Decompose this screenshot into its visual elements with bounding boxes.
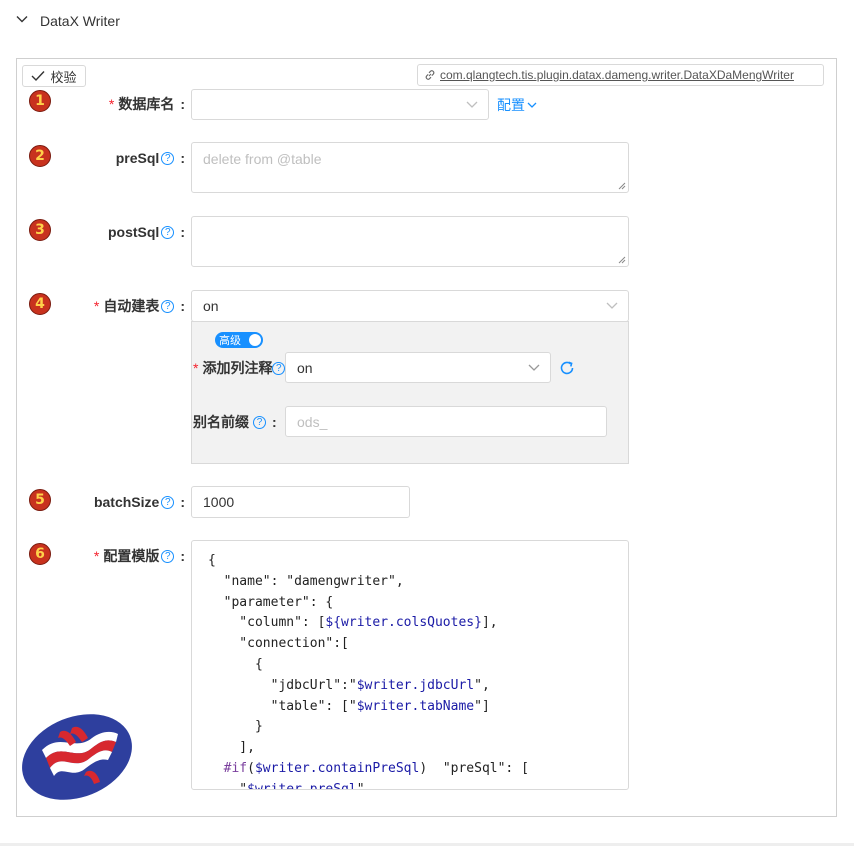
code-line: ], [208,740,255,756]
template-label-text: 配置模版 [103,548,160,564]
verify-button[interactable]: 校验 [22,65,86,87]
template-code: { "name": "damengwriter", "parameter": {… [192,541,628,790]
add-comment-select[interactable]: on [285,352,551,383]
required-mark: * [193,360,199,376]
required-mark: * [108,96,115,112]
dbname-select[interactable] [191,89,489,120]
link-icon [425,70,435,80]
code-line: "table": ["$writer.tabName"] [208,698,490,714]
add-comment-label: *添加列注释? [193,358,285,378]
refresh-icon[interactable] [559,360,575,376]
help-icon[interactable]: ? [161,495,175,509]
colon: : [180,224,185,240]
presql-label: preSql?: [60,148,185,168]
colon: : [180,494,185,510]
code-line: "$writer.preSql" [208,781,365,790]
advanced-panel [191,321,629,464]
alias-prefix-label-text: 别名前缀 [193,414,249,430]
add-comment-value: on [297,359,313,376]
code-line: } [208,719,263,735]
config-datasource-link[interactable]: 配置 [497,95,537,115]
add-comment-label-text: 添加列注释 [202,360,273,376]
required-mark: * [93,548,100,564]
code-line: { [208,656,263,672]
template-code-editor[interactable]: { "name": "damengwriter", "parameter": {… [191,540,629,790]
dbname-label-text: 数据库名 [118,96,175,112]
auto-create-label: *自动建表?: [60,296,185,316]
template-label: *配置模版?: [60,546,185,566]
config-datasource-label: 配置 [497,97,525,113]
batchsize-label-text: batchSize [93,494,160,510]
batchsize-input[interactable]: 1000 [191,486,410,518]
plugin-class-text: com.qlangtech.tis.plugin.datax.dameng.wr… [440,68,794,82]
presql-textarea[interactable]: delete from @table [191,142,629,193]
step-badge-5: 5 [29,489,51,511]
help-icon[interactable]: ? [161,225,175,239]
presql-label-text: preSql [115,150,160,166]
required-mark: * [93,298,100,314]
batchsize-label: batchSize?: [60,492,185,512]
resize-handle-icon[interactable] [618,182,626,190]
chevron-down-icon [527,102,537,108]
step-badge-2: 2 [29,145,51,167]
panel-title: DataX Writer [40,13,120,29]
colon: : [272,414,277,430]
auto-create-label-text: 自动建表 [103,298,160,314]
code-line: "parameter": { [208,594,334,610]
step-badge-4: 4 [29,293,51,315]
chevron-down-icon [606,302,618,309]
postsql-label-text: postSql [107,224,160,240]
colon: : [180,298,185,314]
dbname-label: *数据库名: [60,94,185,114]
colon: : [180,150,185,166]
alias-prefix-input[interactable]: ods_ [285,406,607,437]
verify-button-label: 校验 [50,69,77,85]
help-icon[interactable]: ? [161,299,175,313]
advanced-toggle-label: 高级 [219,335,241,347]
batchsize-value: 1000 [203,494,235,510]
step-badge-3: 3 [29,219,51,241]
alias-prefix-placeholder: ods_ [297,413,328,430]
bottom-divider [0,843,854,846]
step-badge-1: 1 [29,90,51,112]
auto-create-select[interactable]: on [191,290,629,322]
code-line: "column": [${writer.colsQuotes}], [208,615,498,631]
postsql-textarea[interactable] [191,216,629,267]
toggle-knob [249,334,261,346]
step-badge-6: 6 [29,543,51,565]
code-line: "name": "damengwriter", [208,573,404,589]
alias-prefix-label: 别名前缀?: [193,412,283,432]
help-icon[interactable]: ? [253,415,266,429]
check-icon [31,71,45,82]
presql-placeholder: delete from @table [203,151,322,167]
form-container [16,58,837,817]
code-line: "connection":[ [208,636,349,652]
chevron-down-icon [528,364,540,371]
help-icon[interactable]: ? [272,361,285,375]
help-icon[interactable]: ? [161,549,175,563]
code-line: "jdbcUrl":"$writer.jdbcUrl", [208,677,490,693]
chevron-down-icon [16,16,28,23]
resize-handle-icon[interactable] [618,256,626,264]
advanced-toggle[interactable]: 高级 [215,332,263,348]
code-line: #if($writer.containPreSql) "preSql": [ [223,760,529,776]
postsql-label: postSql?: [60,222,185,242]
auto-create-value: on [203,298,219,314]
colon: : [180,96,185,112]
chevron-down-icon [466,101,478,108]
logo-icon [22,714,132,800]
colon: : [180,548,185,564]
help-icon[interactable]: ? [161,151,175,165]
panel-header[interactable]: DataX Writer [0,0,854,42]
plugin-class-link[interactable]: com.qlangtech.tis.plugin.datax.dameng.wr… [417,64,824,86]
code-line: { [208,553,216,568]
